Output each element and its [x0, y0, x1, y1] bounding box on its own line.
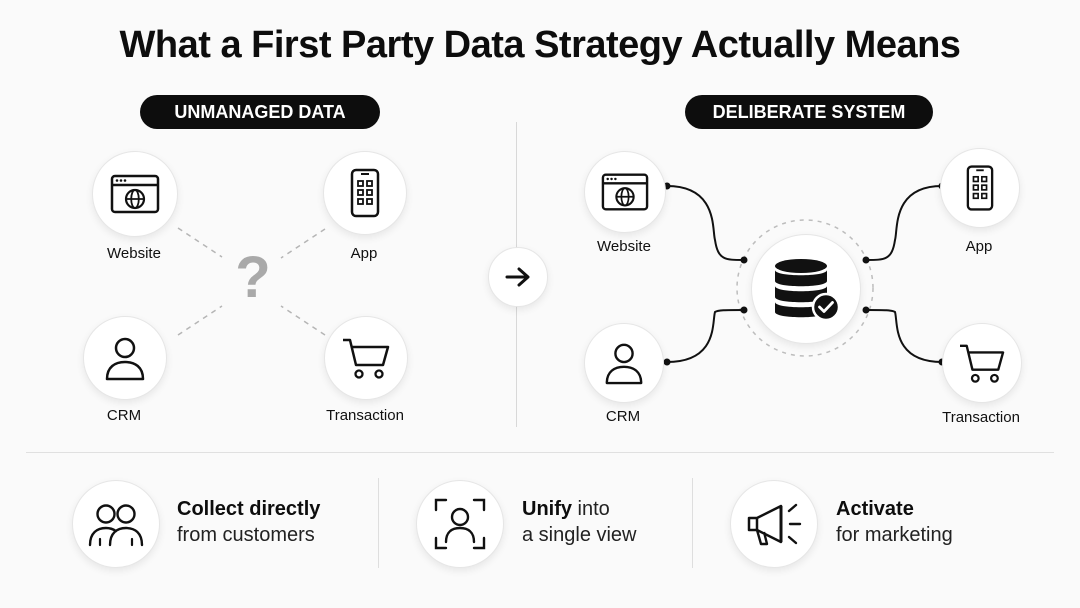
unmanaged-dashed-links [177, 227, 326, 336]
left-transaction-node [324, 316, 408, 400]
browser-globe-icon [110, 174, 160, 214]
step-unify-connector: into [572, 498, 610, 520]
step-collect-subtitle: from customers [177, 524, 315, 546]
step-activate-text: Activate for marketing [836, 496, 953, 548]
right-app-node [940, 148, 1020, 228]
deliberate-system-badge: DELIBERATE SYSTEM [685, 95, 933, 129]
users-group-icon [88, 504, 144, 547]
right-website-label: Website [597, 238, 651, 255]
step-collect-title: Collect directly [177, 498, 321, 520]
left-app-node [323, 151, 407, 235]
mobile-phone-icon [350, 168, 380, 218]
central-data-hub [751, 234, 861, 344]
unknown-question-mark: ? [235, 245, 271, 310]
left-transaction-label: Transaction [326, 407, 404, 424]
right-transaction-label: Transaction [942, 409, 1020, 426]
right-crm-label: CRM [605, 408, 641, 425]
unmanaged-data-badge: UNMANAGED DATA [140, 95, 380, 129]
arrow-right-icon [505, 267, 530, 287]
step-unify-subtitle: a single view [522, 524, 637, 546]
megaphone-icon [747, 503, 802, 546]
step-divider [692, 478, 693, 568]
person-icon [605, 343, 643, 385]
left-crm-label: CRM [106, 407, 142, 424]
right-transaction-node [942, 323, 1022, 403]
shopping-cart-icon [960, 344, 1005, 383]
step-activate-title: Activate [836, 498, 914, 520]
right-crm-node [584, 323, 664, 403]
step-collect-icon-circle [72, 480, 160, 568]
system-connectors [666, 185, 943, 363]
step-activate-subtitle: for marketing [836, 524, 953, 546]
step-collect-text: Collect directly from customers [177, 496, 320, 548]
mobile-phone-icon [966, 165, 994, 211]
left-app-label: App [350, 245, 378, 262]
section-divider [26, 452, 1054, 453]
user-scan-icon [434, 498, 486, 550]
page-title: What a First Party Data Strategy Actuall… [119, 24, 961, 66]
browser-globe-icon [601, 173, 649, 211]
hub-dotted-ring [736, 219, 874, 357]
step-unify-title: Unify [522, 498, 572, 520]
step-unify-icon-circle [416, 480, 504, 568]
transition-arrow [488, 247, 548, 307]
step-unify-text: Unify into a single view [522, 496, 637, 548]
left-website-node [92, 151, 178, 237]
right-website-node [584, 151, 666, 233]
shopping-cart-icon [343, 338, 390, 379]
right-app-label: App [965, 238, 993, 255]
step-divider [378, 478, 379, 568]
step-activate-icon-circle [730, 480, 818, 568]
left-website-label: Website [107, 245, 161, 262]
database-check-icon [775, 259, 841, 321]
person-icon [105, 337, 145, 381]
left-crm-node [83, 316, 167, 400]
